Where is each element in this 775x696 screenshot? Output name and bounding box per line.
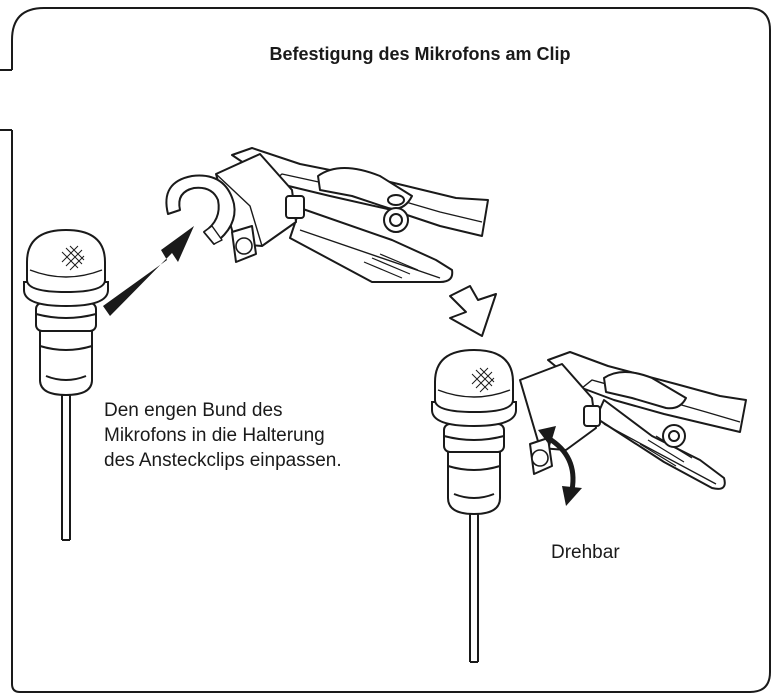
diagram-title: Befestigung des Mikrofons am Clip (120, 44, 720, 65)
instruction-line: des Ansteckclips einpassen. (104, 448, 424, 473)
instruction-text: Den engen Bund des Mikrofons in die Halt… (104, 398, 424, 473)
frame-border (12, 8, 770, 692)
microphone-left (24, 230, 108, 540)
instruction-line: Den engen Bund des (104, 398, 424, 423)
microphone-right (432, 350, 516, 662)
rotate-label: Drehbar (551, 542, 620, 564)
clip-assembled (520, 352, 746, 489)
clip-top (166, 148, 488, 282)
insert-arrow (103, 226, 194, 316)
instruction-line: Mikrofons in die Halterung (104, 423, 424, 448)
next-step-arrow (450, 286, 496, 336)
